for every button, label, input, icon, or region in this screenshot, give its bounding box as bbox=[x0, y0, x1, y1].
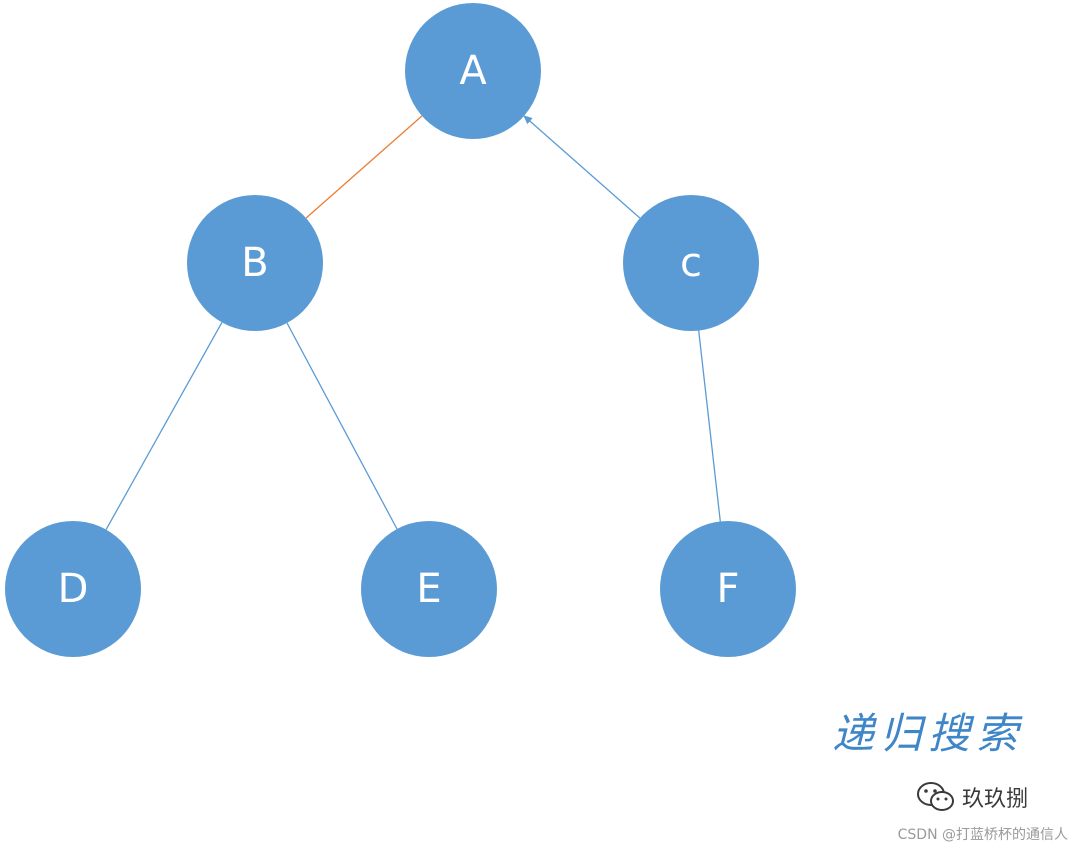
wechat-logo-icon bbox=[917, 782, 954, 811]
node-circle bbox=[361, 521, 497, 657]
node-circle bbox=[623, 195, 759, 331]
node-circle bbox=[187, 195, 323, 331]
node-circle bbox=[5, 521, 141, 657]
node-label: c bbox=[680, 240, 702, 286]
brand-name: 玖玖捌 bbox=[962, 787, 1029, 812]
node-label: F bbox=[716, 566, 739, 612]
brand-badge: 玖玖捌 bbox=[916, 780, 1028, 814]
node-e: E bbox=[361, 521, 497, 657]
node-b: B bbox=[187, 195, 323, 331]
edges-layer bbox=[105, 115, 721, 530]
csdn-watermark: CSDN @打蓝桥杯的通信人 bbox=[897, 827, 1068, 843]
edge-c-f bbox=[698, 330, 721, 522]
edge-b-e bbox=[286, 322, 398, 530]
node-label: D bbox=[58, 566, 89, 612]
node-d: D bbox=[5, 521, 141, 657]
node-label: E bbox=[416, 566, 441, 612]
node-circle bbox=[405, 3, 541, 139]
node-circle bbox=[660, 521, 796, 657]
node-label: B bbox=[241, 240, 268, 286]
edge-b-a bbox=[305, 115, 423, 219]
node-label: A bbox=[459, 48, 487, 94]
edge-c-a bbox=[523, 115, 641, 219]
node-a: A bbox=[405, 3, 541, 139]
node-c: c bbox=[623, 195, 759, 331]
edge-b-d bbox=[105, 322, 223, 530]
node-f: F bbox=[660, 521, 796, 657]
caption-text: 递归搜索 bbox=[832, 709, 1025, 758]
